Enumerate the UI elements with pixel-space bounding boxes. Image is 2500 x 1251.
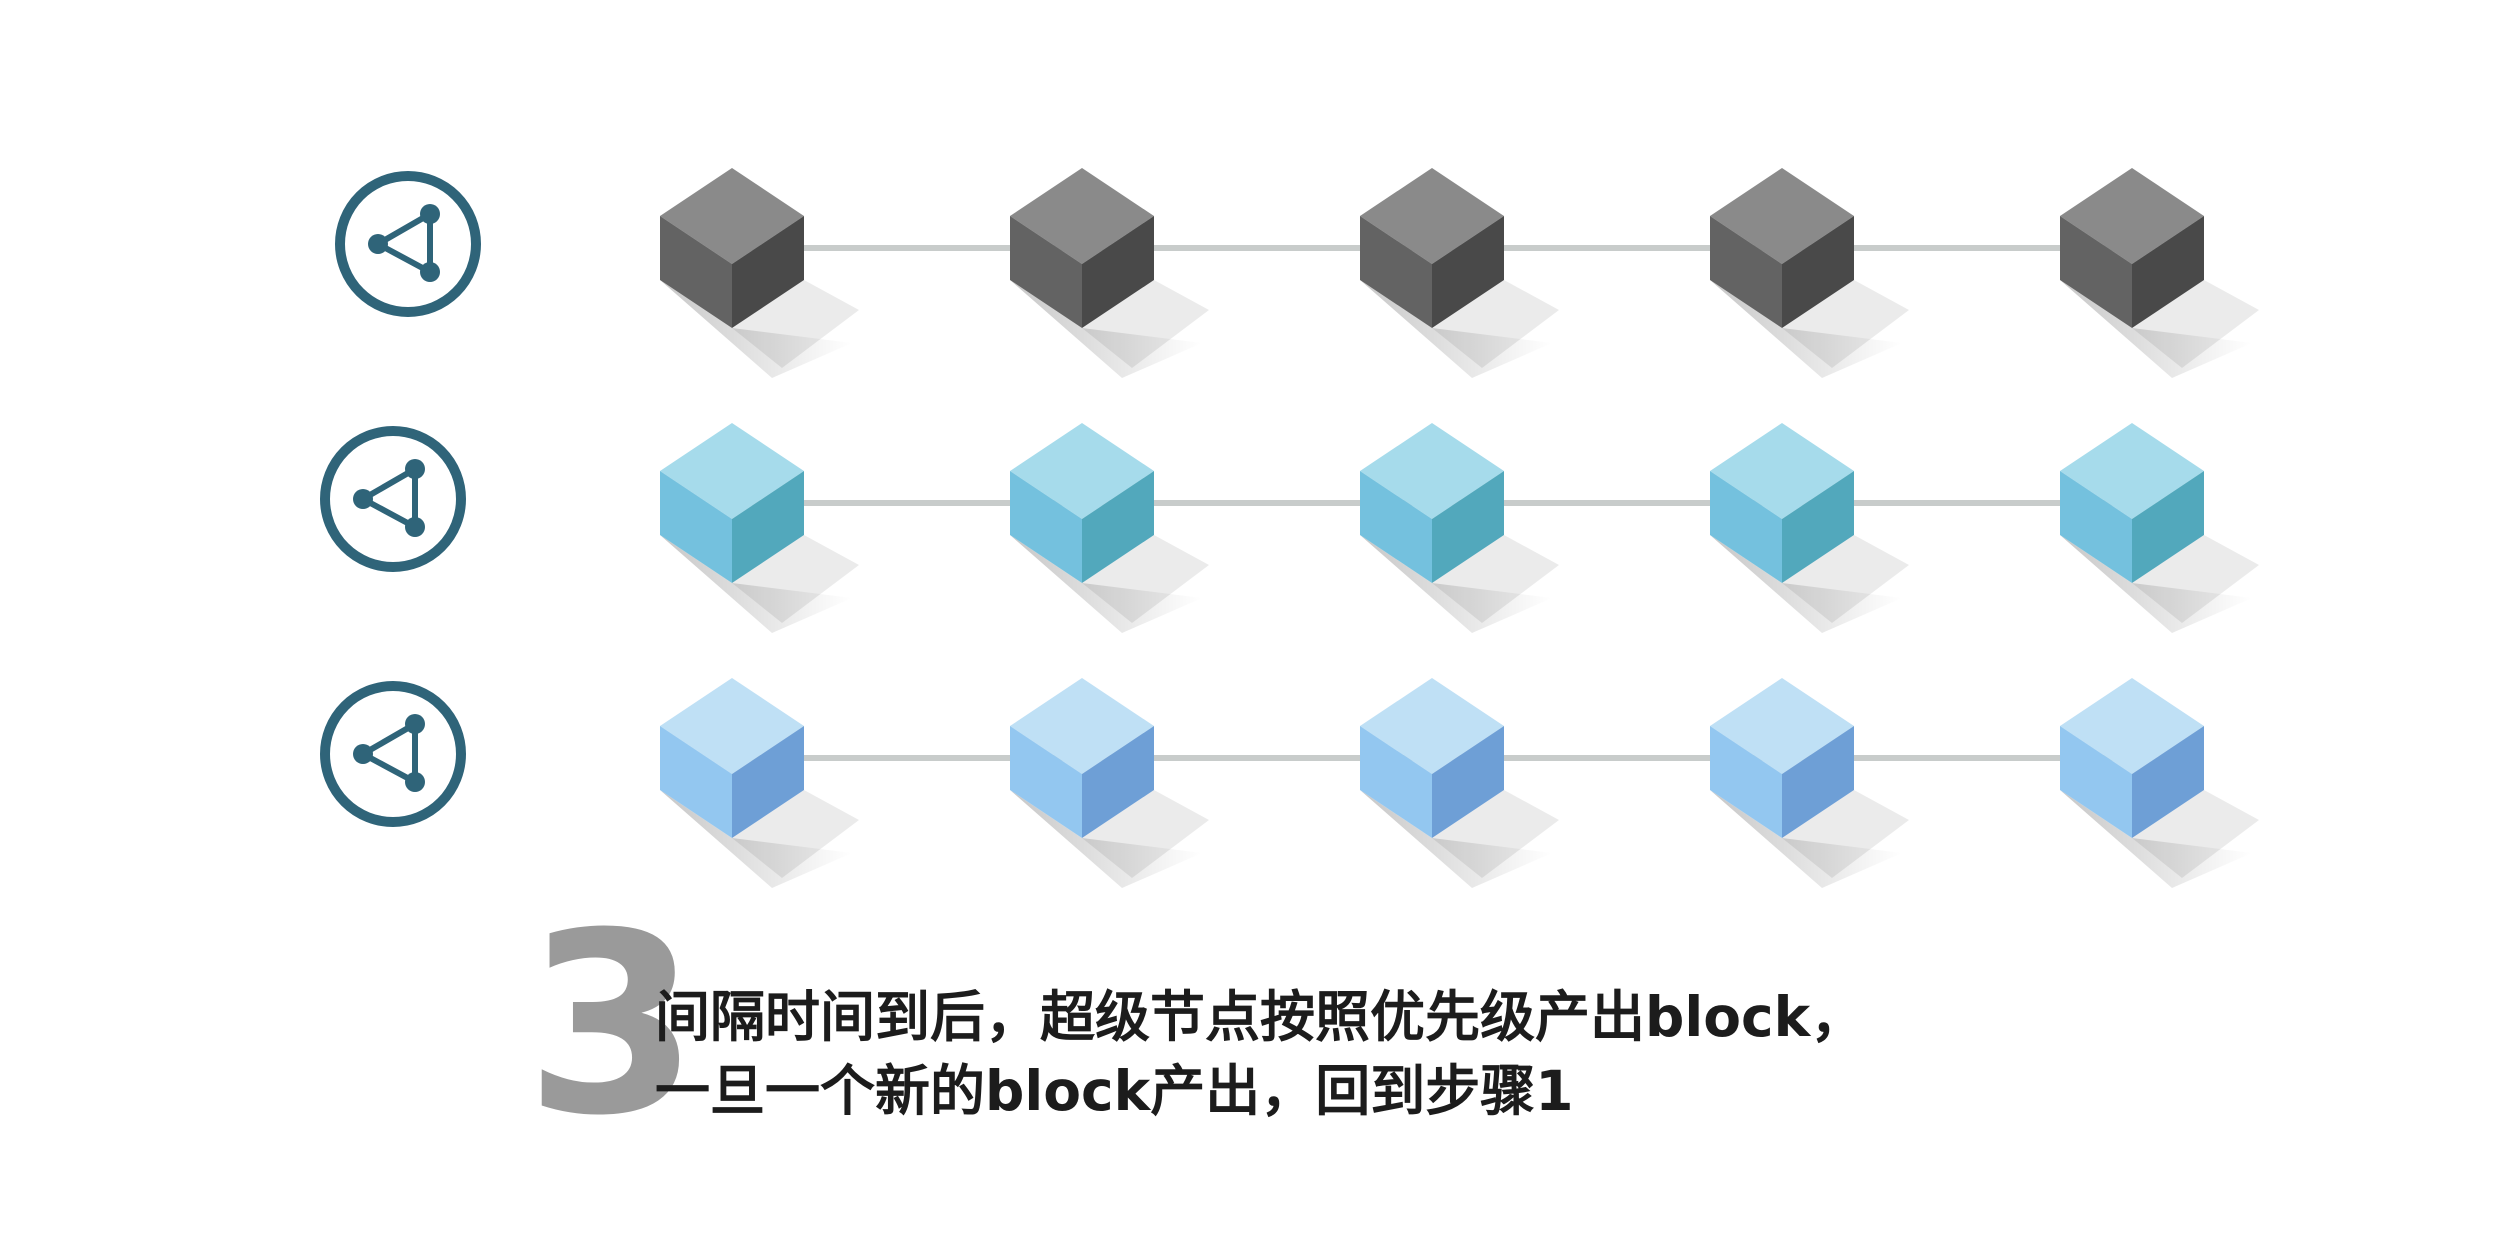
block-cube [660, 168, 859, 378]
block-cube [1010, 423, 1209, 633]
node-icon-dot [420, 262, 440, 282]
block-row [340, 168, 2259, 378]
block-cube [2060, 423, 2259, 633]
block-cube [660, 423, 859, 633]
block-cube [660, 678, 859, 888]
block-cube [1010, 168, 1209, 378]
block-cube [2060, 678, 2259, 888]
node-icon-dot [420, 204, 440, 224]
step-description-line-1: 间隔时间到后，超级节点按照优先级产出block， [655, 980, 1865, 1054]
node-network-icon [325, 686, 461, 822]
node-icon-dot [405, 517, 425, 537]
block-rows [325, 168, 2259, 888]
block-cube [1360, 168, 1559, 378]
node-icon-dot [368, 234, 388, 254]
block-cube [1010, 678, 1209, 888]
block-cube [1360, 678, 1559, 888]
block-cube [2060, 168, 2259, 378]
block-cube [1710, 168, 1909, 378]
node-icon-ring [325, 686, 461, 822]
step-caption: 3 间隔时间到后，超级节点按照优先级产出block， 一旦一个新的block产出… [525, 900, 2225, 1140]
step-description-line-2: 一旦一个新的block产出，回到步骤1 [655, 1054, 1865, 1128]
block-cube [1360, 423, 1559, 633]
node-icon-dot [405, 714, 425, 734]
block-cube [1710, 423, 1909, 633]
block-row [325, 423, 2259, 633]
node-icon-ring [340, 176, 476, 312]
node-icon-dot [353, 744, 373, 764]
node-icon-dot [405, 459, 425, 479]
node-icon-dot [405, 772, 425, 792]
node-network-icon [325, 431, 461, 567]
step-description: 间隔时间到后，超级节点按照优先级产出block， 一旦一个新的block产出，回… [655, 980, 1865, 1128]
node-icon-dot [353, 489, 373, 509]
block-cube [1710, 678, 1909, 888]
node-icon-ring [325, 431, 461, 567]
block-row [325, 678, 2259, 888]
node-network-icon [340, 176, 476, 312]
